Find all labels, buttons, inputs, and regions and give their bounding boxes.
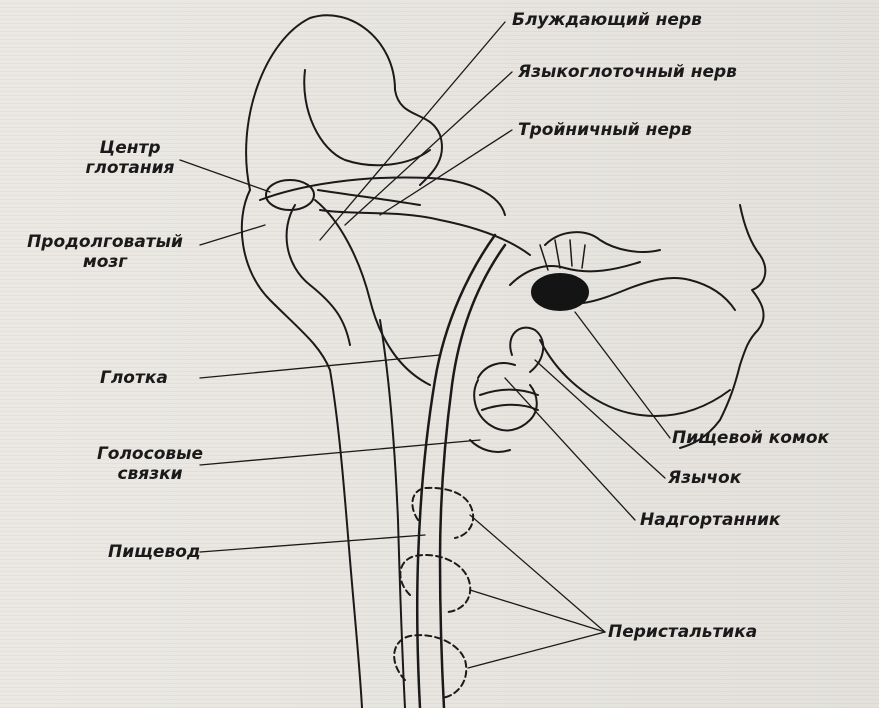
label-medulla-line1: Продолговатый <box>10 232 200 252</box>
label-peristalsis: Перистальтика <box>608 622 757 642</box>
label-vocal-cords-line2: связки <box>90 464 210 484</box>
label-glossopharyngeal-nerve: Языкоглоточный нерв <box>518 62 737 82</box>
label-swallowing-center-line1: Центр <box>60 138 200 158</box>
lip <box>690 280 735 310</box>
spine-front <box>330 370 362 708</box>
label-pharynx: Глотка <box>100 368 168 388</box>
label-epiglottis: Надгортанник <box>640 510 780 530</box>
label-esophagus: Пищевод <box>108 542 201 562</box>
pharynx-wall-back <box>440 245 505 708</box>
leader-vagus <box>320 22 505 240</box>
leader-peristalsis-3 <box>468 632 605 668</box>
food-bolus <box>532 274 588 310</box>
leader-glossopharyngeal <box>345 72 512 225</box>
label-vocal-cords: Голосовые связки <box>90 444 210 484</box>
label-swallowing-center-line2: глотания <box>60 158 200 178</box>
label-medulla-line2: мозг <box>10 252 200 272</box>
nasal-upper <box>545 232 660 252</box>
label-vagus-nerve: Блуждающий нерв <box>512 10 702 30</box>
leader-food-bolus <box>575 312 670 438</box>
tongue-lower <box>540 340 730 416</box>
face-profile <box>680 205 765 448</box>
larynx-ring-1 <box>480 390 538 395</box>
leader-peristalsis-1 <box>470 515 605 632</box>
pharynx-wall-front <box>417 235 495 708</box>
brain-inner-fold <box>304 70 430 165</box>
leader-medulla <box>200 225 265 245</box>
spine-back <box>380 320 405 708</box>
medulla-outline-left <box>242 190 330 370</box>
label-vocal-cords-line1: Голосовые <box>90 444 210 464</box>
epiglottis <box>478 363 515 378</box>
leader-esophagus <box>200 535 425 552</box>
leader-peristalsis-2 <box>470 590 605 632</box>
label-uvula: Язычок <box>668 468 741 488</box>
leader-trigeminal <box>380 130 512 215</box>
vocal-folds <box>470 440 510 452</box>
leader-uvula <box>535 360 665 478</box>
label-trigeminal-nerve: Тройничный нерв <box>518 120 692 140</box>
label-medulla: Продолговатый мозг <box>10 232 200 272</box>
label-food-bolus: Пищевой комок <box>672 428 829 448</box>
esophagus-bulge-2 <box>400 555 470 612</box>
label-swallowing-center: Центр глотания <box>60 138 200 178</box>
leader-epiglottis <box>505 378 635 520</box>
